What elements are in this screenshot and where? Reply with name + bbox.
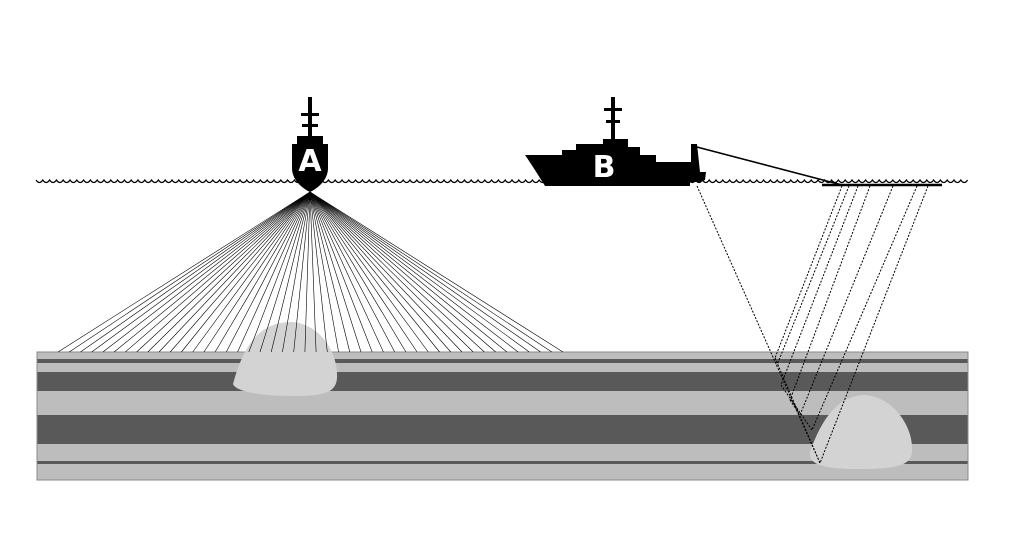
fan-beam-line (80, 191, 311, 353)
fan-beam-line (309, 191, 407, 353)
fan-beam-line (147, 191, 311, 353)
fan-beam-line (192, 191, 311, 353)
fan-beam-line (282, 191, 311, 353)
seabed-layer-thin-line-2 (37, 461, 968, 464)
fan-beam-line (309, 191, 508, 353)
seabed-layer-dark-1 (37, 372, 968, 391)
fan-beam-line (309, 191, 519, 353)
fan-beam-line (125, 191, 311, 353)
fan-beam-line (304, 191, 311, 353)
ship-a-yard-upper (301, 113, 319, 116)
seabed-layer-bottom-light (37, 464, 968, 480)
fan-beam-line (259, 191, 311, 353)
seabed-layer-light-3 (37, 444, 968, 461)
fan-beam-line (309, 191, 463, 353)
tow-cable (692, 145, 843, 186)
fan-beam-line (214, 191, 311, 353)
towed-beam-line (789, 399, 801, 416)
fan-beam-line (237, 191, 311, 353)
fan-beam-line (309, 191, 384, 353)
towed-beam-line (780, 384, 813, 431)
fan-beam-line (293, 191, 311, 353)
ship-a-label: A (298, 144, 322, 179)
fan-beam-line (181, 191, 311, 353)
rock-left (233, 322, 338, 396)
towed-beam-line (819, 185, 929, 464)
fan-beam-line (309, 191, 429, 353)
fan-beam-line (309, 191, 474, 353)
fan-beam-line (102, 191, 311, 353)
fan-beam-line (309, 191, 418, 353)
fan-beam-line (309, 191, 496, 353)
fan-beam-line (309, 191, 485, 353)
ship-b: B (525, 97, 706, 186)
towed-beam-line (780, 185, 859, 386)
fan-beam-line (309, 191, 317, 353)
fan-beam-line (203, 191, 311, 353)
sea-surface-waves (35, 178, 969, 184)
ship-b-yard-lower (606, 120, 620, 123)
fan-beam-line (57, 191, 311, 353)
ship-a: A (292, 97, 328, 192)
ship-b-label: B (593, 150, 616, 185)
fan-beam-line (309, 191, 339, 353)
fan-beam-line (158, 191, 311, 353)
rock-right (809, 394, 913, 469)
fan-beam-line (309, 191, 362, 353)
fan-beam-line (309, 191, 552, 353)
fan-beam-line (309, 191, 530, 353)
fan-beam-line (309, 191, 395, 353)
towed-beam-line (789, 185, 871, 401)
fan-beam-line (309, 191, 351, 353)
fan-beam-line (248, 191, 311, 353)
fan-beam-line (270, 191, 311, 353)
ship-a-bridge (297, 136, 323, 146)
seabed-layer-thin-line (37, 359, 968, 363)
towed-beam-line (774, 185, 843, 359)
fan-beam-line (169, 191, 311, 353)
ship-b-stern-frame (691, 144, 695, 174)
fan-beam-line (309, 191, 328, 353)
fan-beam-line (309, 191, 373, 353)
towed-beam-line (776, 185, 850, 366)
towed-sonar-beams-b (696, 185, 929, 464)
towed-beam-line (696, 185, 821, 464)
fan-beam-line (91, 191, 311, 353)
seabed-outline (36, 351, 969, 481)
seabed-strata (36, 351, 969, 481)
towed-beam-line (799, 185, 894, 416)
seabed-layer-light-2 (37, 391, 968, 415)
fan-beam-line (309, 191, 564, 353)
fan-beam-line (309, 191, 541, 353)
multibeam-fan-a (57, 191, 564, 353)
fan-beam-line (226, 191, 311, 353)
ship-b-hull (525, 139, 706, 186)
fan-beam-line (69, 191, 311, 353)
ship-a-yard-lower (302, 124, 318, 127)
fan-beam-line (136, 191, 311, 353)
ship-b-yard-upper (604, 108, 622, 111)
fan-beam-line (309, 191, 440, 353)
towed-beam-line (811, 185, 918, 431)
ship-a-mast (308, 97, 312, 147)
ship-a-hull (292, 144, 328, 192)
seabed-layer-dark-2 (37, 415, 968, 444)
towed-beam-line (774, 357, 821, 464)
fan-beam-line (309, 191, 452, 353)
fan-beam-line (113, 191, 311, 353)
